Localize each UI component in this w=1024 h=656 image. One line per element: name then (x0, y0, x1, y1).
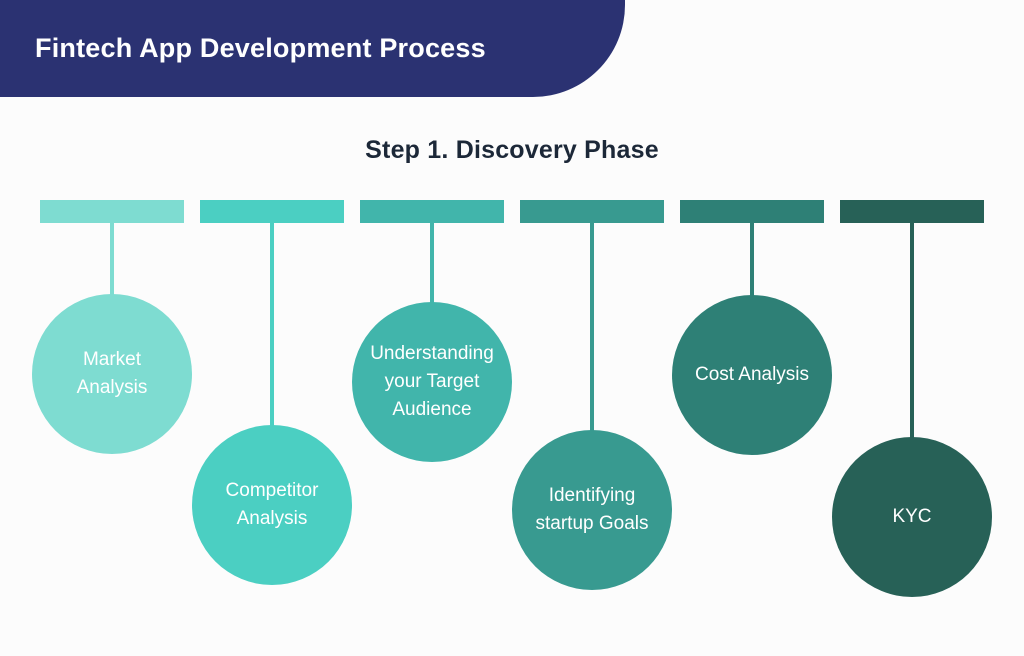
timeline-bar (840, 200, 984, 223)
header-banner: Fintech App Development Process (0, 0, 625, 97)
connector-line (110, 223, 114, 296)
process-circle: Understanding your Target Audience (352, 302, 512, 462)
timeline-bar (200, 200, 344, 223)
circle-label: Cost Analysis (694, 364, 810, 385)
timeline-bar (40, 200, 184, 223)
process-item-kyc: KYC (832, 200, 992, 597)
timeline-bar (360, 200, 504, 223)
timeline-bar (520, 200, 664, 223)
connector-line (430, 223, 434, 304)
circle-label: Market Analysis (76, 349, 148, 398)
process-item-market-analysis: Market Analysis (32, 200, 192, 454)
process-item-target-audience: Understanding your Target Audience (352, 200, 512, 462)
process-item-startup-goals: Identifying startup Goals (512, 200, 672, 590)
process-circle: Identifying startup Goals (512, 430, 672, 590)
circle-label: Understanding your Target Audience (370, 343, 494, 420)
process-circle: Cost Analysis (672, 295, 832, 455)
header-title: Fintech App Development Process (35, 33, 486, 63)
circle-label: Competitor Analysis (225, 480, 319, 529)
process-circle: Competitor Analysis (192, 425, 352, 585)
connector-line (590, 223, 594, 432)
connector-line (750, 223, 754, 297)
connector-line (270, 223, 274, 427)
circle-label: Identifying startup Goals (535, 485, 649, 534)
step-title: Step 1. Discovery Phase (365, 136, 659, 164)
process-circle: KYC (832, 437, 992, 597)
connector-line (910, 223, 914, 439)
process-circle: Market Analysis (32, 294, 192, 454)
process-item-cost-analysis: Cost Analysis (672, 200, 832, 455)
timeline-bar (680, 200, 824, 223)
process-item-competitor-analysis: Competitor Analysis (192, 200, 352, 585)
circle-label: KYC (892, 506, 932, 527)
